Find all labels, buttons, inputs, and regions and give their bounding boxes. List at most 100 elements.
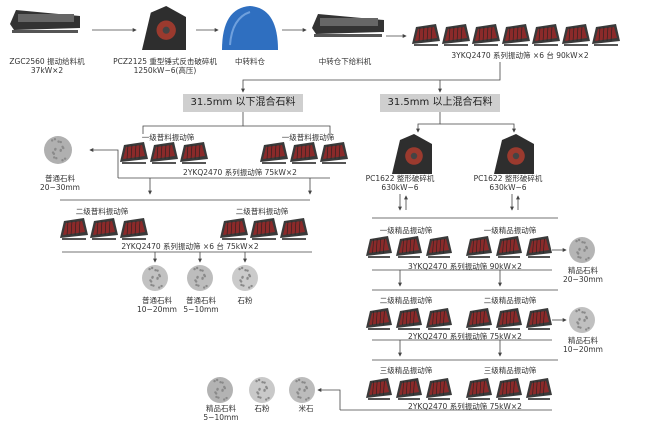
stone-pile-icon bbox=[44, 136, 72, 164]
vibrating-screen-icon bbox=[220, 218, 248, 240]
out-fine-c-size: 5−10mm bbox=[203, 413, 239, 422]
feeder-icon bbox=[312, 14, 384, 37]
screen-rib bbox=[168, 144, 171, 160]
out-powder-right-label: 石粉 bbox=[254, 404, 270, 413]
vibrating-screen-icon bbox=[396, 308, 422, 330]
stone-grain bbox=[221, 389, 224, 392]
out-fine-c-label: 精品石料 bbox=[206, 404, 236, 413]
stone-grain bbox=[297, 395, 300, 399]
screen-base bbox=[152, 162, 176, 164]
branch-left-split-b bbox=[243, 125, 331, 134]
screen-base bbox=[498, 256, 520, 258]
screen-rib bbox=[475, 380, 478, 396]
screen-rib bbox=[432, 380, 434, 396]
stone-grain bbox=[201, 277, 204, 280]
stone-grain bbox=[217, 396, 220, 399]
stone-grain bbox=[575, 239, 578, 243]
screen-rib bbox=[100, 220, 103, 236]
stone-grain bbox=[148, 267, 151, 271]
stone-grain bbox=[195, 283, 198, 287]
stone-grain bbox=[583, 249, 586, 252]
screen-base bbox=[92, 238, 116, 240]
stone-grain bbox=[59, 149, 62, 152]
stone-grain bbox=[583, 241, 586, 244]
stone-disc bbox=[232, 265, 258, 291]
out-fine-b-label: 精品石料 bbox=[568, 336, 598, 345]
vibrating-screen-icon bbox=[472, 24, 500, 46]
screen-base bbox=[468, 256, 490, 258]
screen-base bbox=[528, 256, 550, 258]
stone-grain bbox=[156, 269, 159, 272]
stone-grain bbox=[201, 269, 204, 272]
stone-grain bbox=[213, 379, 216, 383]
fine2-screen-label-b: 二级精品振动筛 bbox=[483, 296, 537, 305]
stone-grain bbox=[584, 328, 588, 331]
stone-grain bbox=[221, 381, 224, 384]
screen-rib bbox=[513, 380, 515, 396]
screen-rib bbox=[508, 26, 511, 42]
stone-grain bbox=[222, 398, 226, 401]
screen-rib bbox=[435, 310, 438, 326]
stone-grain bbox=[246, 277, 249, 280]
screen-rib bbox=[505, 380, 508, 396]
screen-rib bbox=[298, 220, 301, 236]
arrow-to-shaping-right bbox=[440, 123, 516, 133]
grade2-screen-label-b: 二级普料振动筛 bbox=[235, 207, 289, 216]
screen-rib bbox=[70, 220, 73, 236]
screen-rib bbox=[264, 220, 267, 236]
screen-rib bbox=[479, 238, 482, 254]
stone-grain bbox=[225, 396, 228, 400]
stone-grain bbox=[297, 378, 301, 382]
screen-rib bbox=[598, 26, 601, 42]
stone-grain bbox=[61, 159, 64, 162]
screen-rib bbox=[543, 238, 545, 254]
vibrating-screen-icon bbox=[290, 142, 318, 164]
screen-rib bbox=[266, 144, 269, 160]
screen-rib bbox=[432, 310, 434, 326]
stone-grain bbox=[156, 277, 159, 280]
grade2-screen-label-a: 二级普料振动筛 bbox=[75, 207, 129, 216]
vibrating-screen-icon bbox=[280, 218, 308, 240]
stone-grain bbox=[264, 398, 268, 401]
stone-grain bbox=[257, 395, 260, 399]
vibrating-screen-icon bbox=[426, 236, 452, 258]
screen-base bbox=[252, 238, 276, 240]
stone-grain bbox=[261, 381, 264, 384]
stone-grain bbox=[263, 389, 266, 392]
screen-rib bbox=[379, 310, 382, 326]
screen-rib bbox=[580, 26, 583, 42]
screen-rib bbox=[483, 380, 485, 396]
stone-pile-icon bbox=[207, 377, 233, 403]
screen-rib bbox=[156, 144, 159, 160]
screen-rib bbox=[505, 238, 508, 254]
out-common-b-label: 普通石料 bbox=[142, 296, 172, 305]
feeder-icon bbox=[10, 10, 80, 33]
vibrating-screen-icon bbox=[496, 308, 522, 330]
stone-grain bbox=[223, 387, 227, 390]
screen-base bbox=[282, 238, 306, 240]
stone-pile-icon bbox=[569, 237, 595, 263]
stone-grain bbox=[583, 311, 586, 314]
vibrating-screen-icon bbox=[496, 378, 522, 400]
stone-pile-icon bbox=[142, 265, 168, 291]
screen-rib bbox=[532, 380, 534, 396]
stone-disc bbox=[249, 377, 275, 403]
screen-rib bbox=[383, 310, 385, 326]
stone-grain bbox=[150, 283, 153, 287]
fine1-screen-label-b: 一级精品振动筛 bbox=[483, 226, 537, 235]
screen-rib bbox=[512, 26, 515, 42]
screen-rib bbox=[439, 238, 442, 254]
stone-grain bbox=[196, 275, 199, 279]
screen-rib bbox=[535, 310, 538, 326]
screen-rib bbox=[383, 238, 385, 254]
screen-base bbox=[368, 398, 390, 400]
screen-base bbox=[292, 162, 316, 164]
stone-grain bbox=[579, 256, 582, 259]
screen-rib bbox=[96, 220, 99, 236]
screens-top-label: 3YKQ2470 系列振动筛 ×6 台 90kW×2 bbox=[451, 51, 589, 60]
shaping-right-power: 630kW−6 bbox=[489, 183, 527, 192]
screen-rib bbox=[160, 144, 163, 160]
stone-grain bbox=[50, 139, 54, 142]
screen-base bbox=[398, 398, 420, 400]
out-common-c-size: 5−10mm bbox=[183, 305, 219, 314]
